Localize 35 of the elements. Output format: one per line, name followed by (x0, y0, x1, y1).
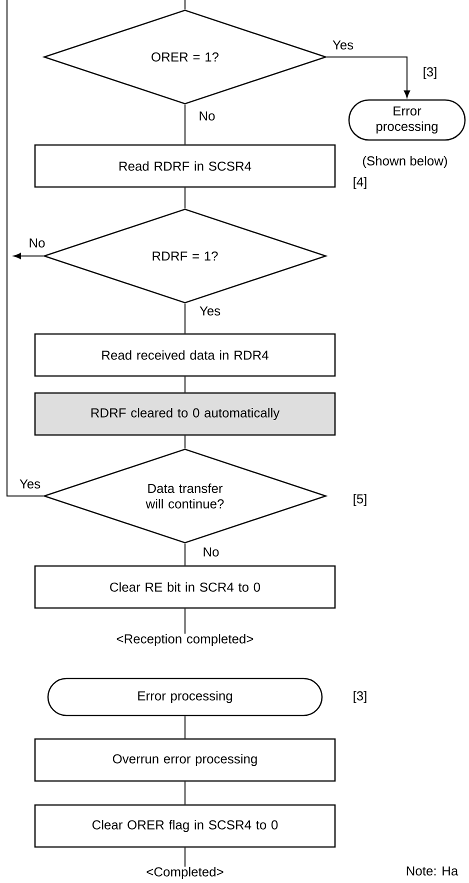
edge-label: Yes (331, 39, 355, 51)
step-label: [3] (424, 66, 436, 80)
process-box: Overrun error processing (34, 738, 336, 782)
process-box: Clear RE bit in SCR4 to 0 (34, 565, 336, 609)
connector (184, 0, 186, 10)
terminator: Error processing (47, 678, 323, 716)
connector (184, 435, 186, 449)
edge-label: Yes (198, 305, 222, 316)
step-label: [5] (354, 494, 366, 506)
step-label: [3] (354, 690, 366, 704)
connector (14, 252, 44, 260)
connector (184, 187, 186, 209)
connector (184, 608, 186, 634)
edge-label: No (202, 546, 220, 558)
step-label: Note: Ha (406, 866, 458, 876)
edge-label: No (198, 110, 216, 122)
connector (184, 716, 186, 739)
step-label: [4] (354, 176, 366, 190)
terminator: Error processing (348, 99, 466, 141)
end-label: <Reception completed> (116, 634, 254, 646)
connector (184, 781, 186, 805)
process-box: Read RDRF in SCSR4 (34, 144, 336, 188)
note-text: (Shown below) (362, 156, 447, 168)
connector (184, 104, 186, 145)
connector (184, 376, 186, 393)
connector (184, 847, 186, 868)
connector (184, 543, 186, 566)
connector (6, 0, 44, 496)
process-box: Read received data in RDR4 (34, 333, 336, 377)
end-label: <Completed> (146, 866, 224, 880)
connector (326, 56, 410, 98)
process-box: RDRF cleared to 0 automatically (34, 392, 336, 436)
process-box: Clear ORER flag in SCSR4 to 0 (34, 804, 336, 848)
connector (184, 303, 186, 334)
edge-label: Yes (18, 478, 42, 490)
